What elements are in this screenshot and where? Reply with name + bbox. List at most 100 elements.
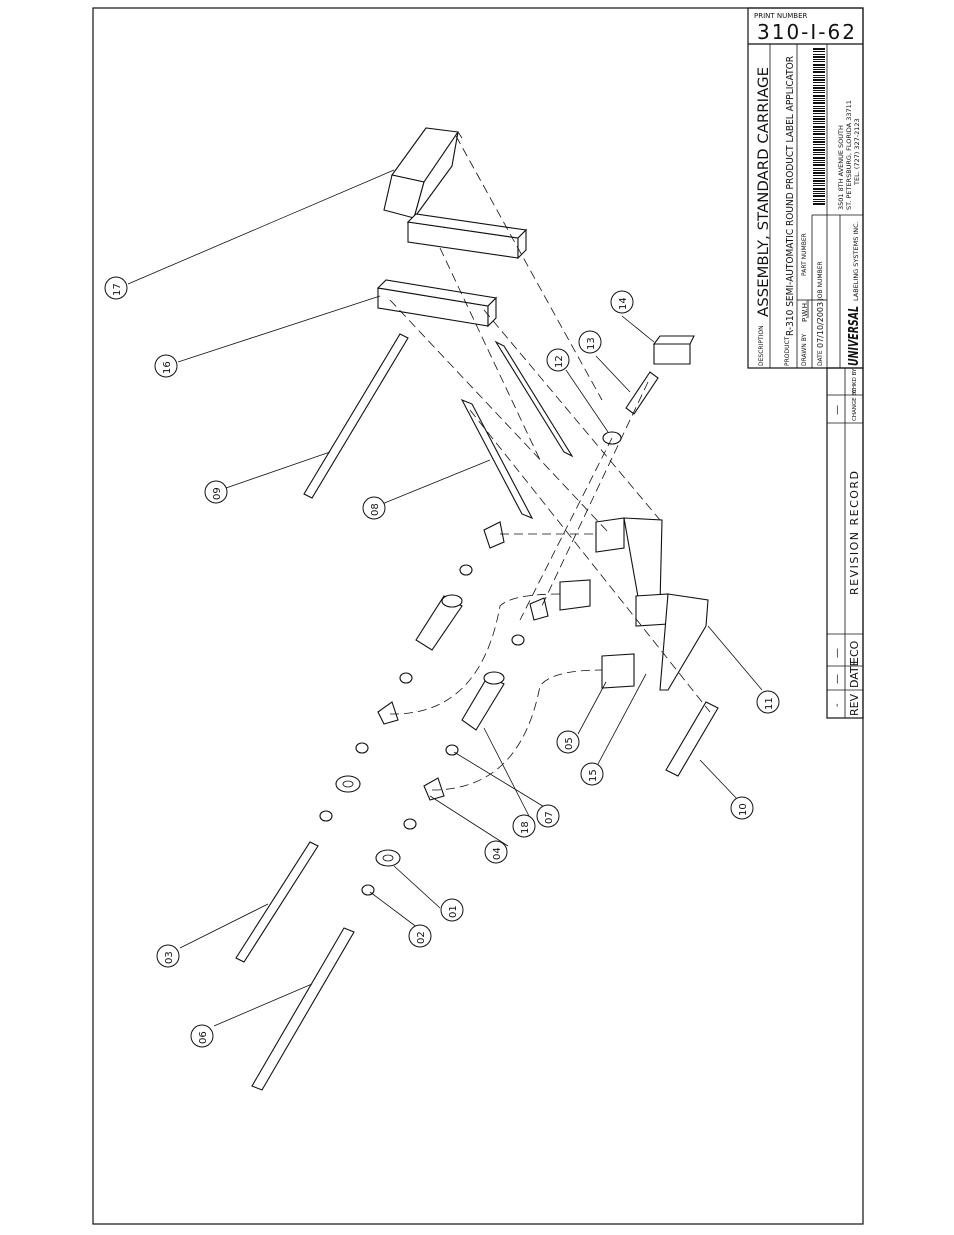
barcode-bar [813, 183, 825, 184]
svg-text:15: 15 [588, 769, 599, 782]
callout-04: 04 [484, 840, 508, 864]
barcode-bar [813, 203, 825, 205]
barcode-bar [813, 131, 825, 132]
eco-column: ECO [848, 640, 861, 664]
description-label: DESCRIPTION [758, 325, 765, 366]
svg-text:09: 09 [212, 487, 223, 500]
bearing-upper [335, 775, 361, 793]
company-logo: UNIVERSAL [847, 306, 862, 366]
pin-13 [625, 371, 659, 415]
svg-text:10: 10 [738, 803, 749, 816]
shaft-08 [460, 398, 534, 520]
print-number: 310-I-62 [757, 20, 857, 44]
barcode-bar [813, 116, 825, 117]
barcode-bar [813, 195, 825, 197]
barcode-bar [813, 54, 825, 55]
shaft-03 [235, 841, 319, 963]
product: R-310 SEMI-AUTOMATIC ROUND PRODUCT LABEL… [785, 56, 796, 336]
svg-text:03: 03 [164, 951, 175, 964]
callout-18: 18 [512, 814, 536, 838]
shaft-09 [303, 333, 409, 499]
block-14 [652, 335, 695, 365]
exploded-assembly: 01 02 03 04 05 06 07 08 09 10 11 12 13 1… [104, 127, 780, 1091]
barcode-bar [813, 129, 825, 130]
svg-text:05: 05 [564, 737, 575, 750]
chkd-mark: — [832, 405, 843, 415]
svg-text:02: 02 [416, 931, 427, 944]
barcode-bar [813, 191, 825, 192]
barcode [813, 48, 825, 205]
barcode-bar [813, 133, 825, 135]
chkd-by-label: CHKD BY [852, 368, 858, 393]
address-2: ST. PETERSBURG, FLORIDA 33711 [845, 100, 853, 210]
barcode-bar [813, 95, 825, 97]
job-number-label: JOB NUMBER [817, 261, 824, 301]
barcode-bar [813, 172, 825, 174]
barcode-bar [813, 100, 825, 101]
callout-09: 09 [204, 480, 228, 504]
barcode-bar [813, 77, 825, 78]
barcode-bar [813, 67, 825, 68]
roller-block-upper [483, 521, 505, 549]
roller-block-04 [423, 777, 445, 801]
barcode-bar [813, 144, 825, 145]
roller-block-04-upper [377, 701, 399, 725]
svg-text:12: 12 [554, 355, 565, 368]
rev-column: REV [848, 693, 861, 716]
barcode-bar [813, 180, 825, 182]
barcode-bar [813, 110, 825, 112]
center-lines [389, 135, 711, 791]
svg-text:01: 01 [448, 905, 459, 918]
callout-10: 10 [730, 796, 754, 820]
bracket-17 [383, 127, 463, 219]
svg-text:08: 08 [370, 503, 381, 516]
barcode-bar [813, 126, 825, 128]
barcode-bar [813, 170, 825, 171]
svg-text:18: 18 [520, 821, 531, 834]
rev-mark: - [832, 703, 843, 707]
barcode-bar [813, 56, 825, 58]
barcode-bar [813, 141, 825, 143]
shaft-upper [494, 340, 574, 458]
barcode-bar [813, 51, 825, 52]
svg-text:06: 06 [198, 1031, 209, 1044]
barcode-bar [813, 79, 825, 81]
callout-03: 03 [156, 944, 180, 968]
carriage-block-05 [601, 653, 635, 689]
barcode-bar [813, 178, 825, 179]
barcode-bar [813, 162, 825, 163]
change-by-label: CHANGE BY [852, 388, 858, 421]
title-block: PRINT NUMBER 310-I-62 DESCRIPTION ASSEMB… [747, 7, 864, 369]
barcode-bar [813, 157, 825, 159]
barcode-bar [813, 98, 825, 99]
callout-02: 02 [408, 924, 432, 948]
date: 07/10/2003 [816, 302, 825, 348]
barcode-bar [813, 149, 825, 151]
mounting-block-16 [376, 279, 498, 328]
barcode-bar [813, 199, 825, 200]
barcode-bar [813, 185, 825, 186]
barcode-bar [813, 85, 825, 86]
callout-06: 06 [190, 1024, 214, 1048]
barcode-bar [813, 175, 825, 176]
svg-text:11: 11 [764, 697, 775, 710]
barcode-bar [813, 48, 825, 50]
barcode-bar [813, 90, 825, 91]
roller-upper [415, 594, 463, 651]
callout-15: 15 [580, 762, 604, 786]
barcode-bar [813, 59, 825, 60]
callout-12: 12 [546, 348, 570, 372]
bearing-01 [375, 849, 401, 867]
barcode-bar [813, 123, 825, 124]
barcode-bar [813, 75, 825, 76]
barcode-bar [813, 152, 825, 153]
barcode-bar [813, 154, 825, 155]
svg-text:16: 16 [162, 361, 173, 374]
svg-text:14: 14 [618, 297, 629, 310]
callout-11: 11 [756, 690, 780, 714]
eco-mark: — [832, 648, 843, 658]
barcode-bar [813, 106, 825, 107]
date-mark: — [832, 674, 843, 684]
barcode-bar [813, 82, 825, 83]
